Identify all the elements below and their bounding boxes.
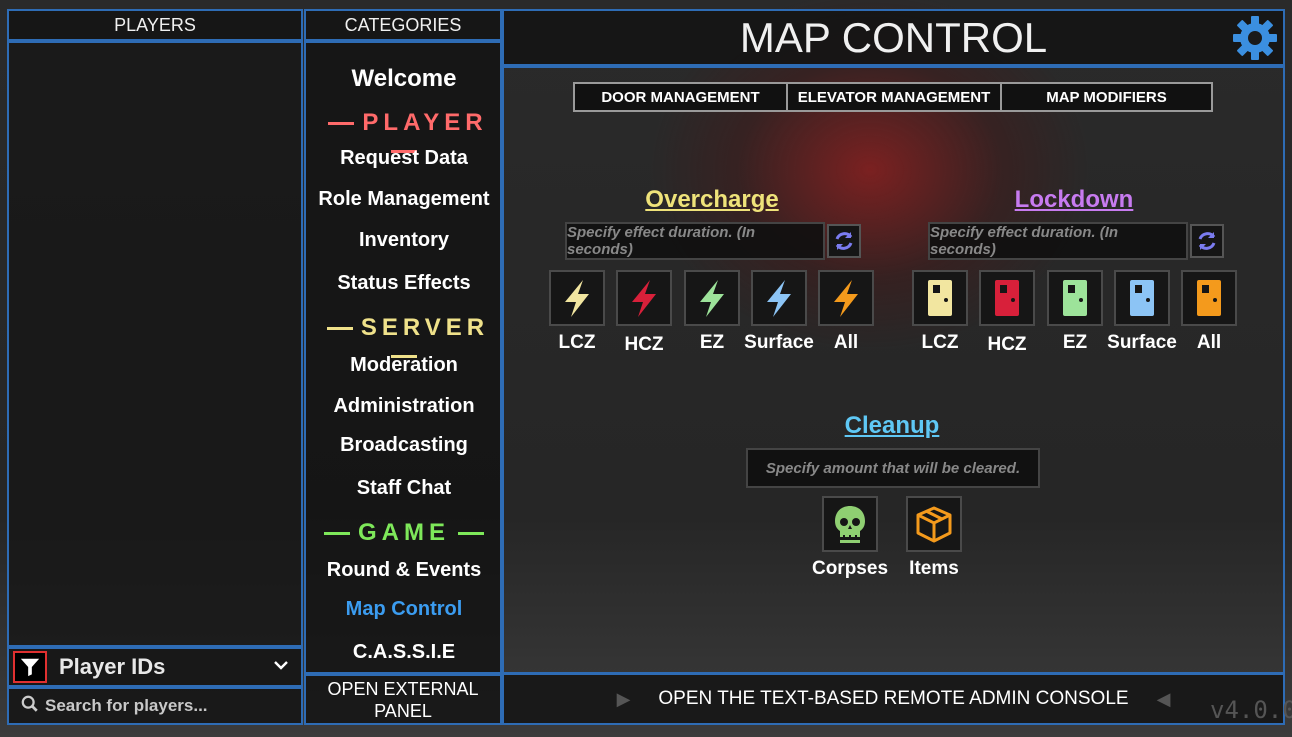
door-icon (928, 280, 952, 316)
overcharge-surface-label: Surface (744, 332, 814, 353)
triangle-right-icon: ▶ (616, 688, 631, 709)
lockdown-all-button[interactable] (1181, 270, 1237, 326)
overcharge-ez-button[interactable] (684, 270, 740, 326)
cleanup-corpses-label: Corpses (811, 558, 889, 579)
cleanup-corpses-button[interactable] (822, 496, 878, 552)
box-icon (916, 506, 952, 543)
category-welcome[interactable]: Welcome (351, 65, 457, 92)
section-game: GAME (306, 519, 502, 547)
cleanup-items-label: Items (909, 558, 959, 579)
open-external-panel-label: OPEN EXTERNAL PANEL (327, 678, 479, 721)
overcharge-hcz-button[interactable] (616, 270, 672, 326)
main-header: MAP CONTROL (502, 9, 1285, 66)
players-header-label: PLAYERS (114, 14, 196, 35)
lightning-icon (565, 280, 589, 317)
overcharge-title: Overcharge (645, 186, 779, 213)
category-request-data[interactable]: Request Data (340, 147, 468, 169)
lightning-icon (767, 280, 791, 317)
category-inventory[interactable]: Inventory (358, 229, 450, 251)
category-status-effects[interactable]: Status Effects (337, 272, 471, 294)
cleanup-amount-input[interactable]: Specify amount that will be cleared. (746, 448, 1040, 488)
overcharge-surface-button[interactable] (751, 270, 807, 326)
lockdown-surface-button[interactable] (1114, 270, 1170, 326)
lockdown-hcz-button[interactable] (979, 270, 1035, 326)
category-administration[interactable]: Administration (333, 395, 475, 417)
lockdown-surface-label: Surface (1107, 332, 1177, 353)
open-external-panel-button[interactable]: OPEN EXTERNAL PANEL (304, 674, 502, 725)
overcharge-refresh-button[interactable] (827, 224, 861, 258)
overcharge-hcz-label: HCZ (624, 334, 664, 355)
cleanup-items-button[interactable] (906, 496, 962, 552)
overcharge-ez-label: EZ (699, 332, 725, 353)
lockdown-refresh-button[interactable] (1190, 224, 1224, 258)
lockdown-ez-label: EZ (1062, 332, 1088, 353)
lockdown-lcz-label: LCZ (921, 332, 959, 353)
section-player-label: PLAYER (362, 109, 488, 136)
refresh-icon (1198, 232, 1216, 250)
filter-selected-label: Player IDs (59, 654, 166, 679)
section-player: PLAYER (306, 109, 502, 165)
player-search-box[interactable]: Search for players... (7, 687, 303, 725)
lightning-icon (700, 280, 724, 317)
page-title: MAP CONTROL (739, 13, 1048, 61)
map-control-tabs: DOOR MANAGEMENT ELEVATOR MANAGEMENT MAP … (573, 82, 1213, 112)
lockdown-ez-button[interactable] (1047, 270, 1103, 326)
lockdown-title: Lockdown (1014, 186, 1134, 213)
overcharge-lcz-label: LCZ (558, 332, 596, 353)
player-filter-dropdown[interactable]: Player IDs (7, 647, 303, 687)
tab-elevator-management[interactable]: ELEVATOR MANAGEMENT (788, 84, 1002, 110)
overcharge-lcz-button[interactable] (549, 270, 605, 326)
door-icon (1130, 280, 1154, 316)
search-icon (21, 695, 39, 718)
refresh-icon (835, 232, 853, 250)
section-server: SERVER (306, 314, 502, 370)
category-moderation[interactable]: Moderation (350, 354, 458, 376)
lockdown-lcz-button[interactable] (912, 270, 968, 326)
door-icon (1063, 280, 1087, 316)
tab-door-management[interactable]: DOOR MANAGEMENT (575, 84, 788, 110)
search-input[interactable]: Search for players... (45, 696, 208, 715)
cleanup-title: Cleanup (844, 412, 940, 439)
category-staff-chat[interactable]: Staff Chat (356, 477, 452, 499)
section-game-label: GAME (358, 519, 450, 546)
category-role-management[interactable]: Role Management (318, 188, 490, 210)
section-server-label: SERVER (360, 314, 490, 341)
category-map-control[interactable]: Map Control (345, 598, 463, 620)
filter-icon[interactable] (13, 651, 47, 683)
main-content (502, 66, 1285, 674)
open-console-label: OPEN THE TEXT-BASED REMOTE ADMIN CONSOLE (658, 688, 1129, 709)
players-header: PLAYERS (7, 9, 303, 41)
chevron-down-icon[interactable] (273, 657, 289, 678)
categories-header-label: CATEGORIES (344, 14, 462, 35)
door-icon (1197, 280, 1221, 316)
open-console-button[interactable]: ▶ OPEN THE TEXT-BASED REMOTE ADMIN CONSO… (502, 673, 1285, 725)
lightning-icon (632, 280, 656, 317)
lockdown-all-label: All (1196, 332, 1222, 353)
overcharge-duration-input[interactable]: Specify effect duration. (In seconds) (565, 222, 825, 260)
category-cassie[interactable]: C.A.S.S.I.E (352, 641, 456, 663)
categories-header: CATEGORIES (304, 9, 502, 41)
gear-icon[interactable] (1231, 14, 1279, 67)
door-icon (995, 280, 1019, 316)
overcharge-all-label: All (833, 332, 859, 353)
version-label: v4.0.0 (1210, 696, 1292, 724)
overcharge-all-button[interactable] (818, 270, 874, 326)
lockdown-hcz-label: HCZ (987, 334, 1027, 355)
lockdown-duration-input[interactable]: Specify effect duration. (In seconds) (928, 222, 1188, 260)
triangle-left-icon: ◀ (1156, 688, 1171, 709)
category-broadcasting[interactable]: Broadcasting (340, 434, 468, 456)
tab-map-modifiers[interactable]: MAP MODIFIERS (1046, 88, 1167, 106)
categories-panel: Welcome PLAYER Request Data Role Managem… (304, 41, 502, 674)
player-list[interactable] (7, 41, 303, 647)
category-round-events[interactable]: Round & Events (326, 559, 482, 581)
skull-icon (835, 506, 865, 543)
lightning-icon (834, 280, 858, 317)
